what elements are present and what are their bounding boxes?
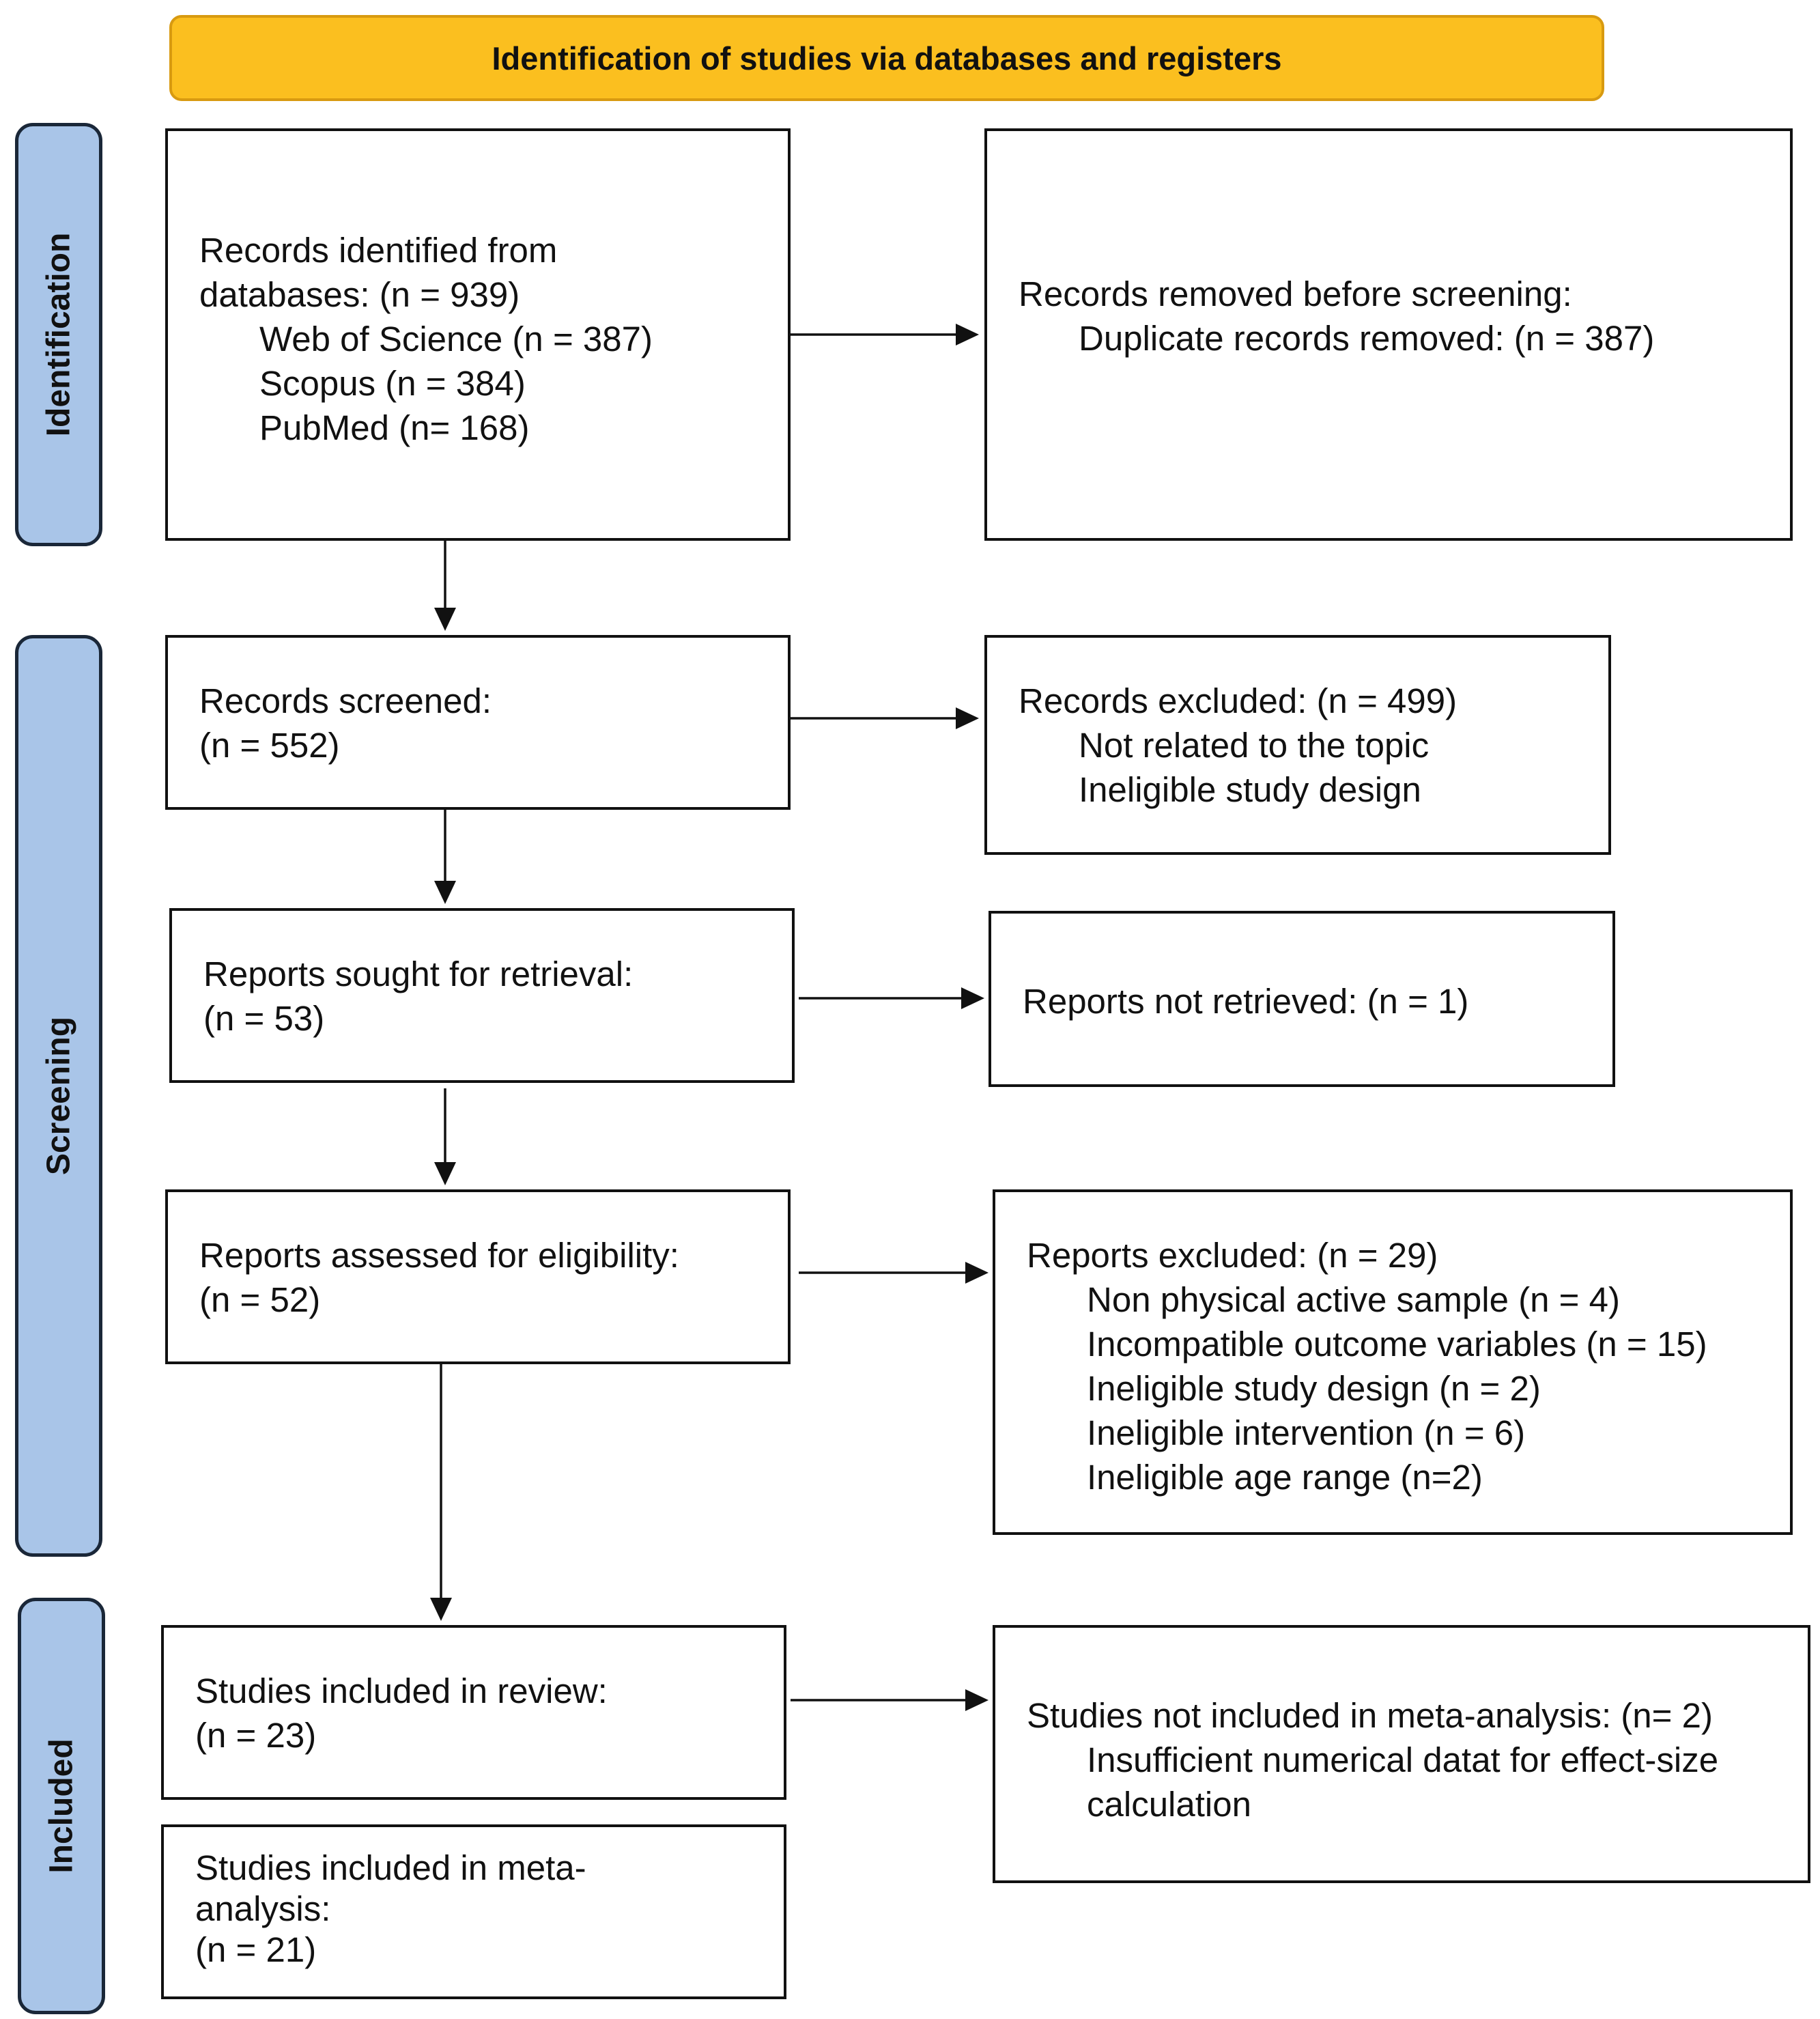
text-line: Records removed before screening: (1019, 274, 1572, 313)
text-line: Reports assessed for eligibility: (199, 1236, 679, 1275)
box-records-screened: Records screened: (n = 552) (165, 635, 791, 810)
text-subline: Ineligible study design (n = 2) (1087, 1369, 1541, 1408)
box-records-excluded: Records excluded: (n = 499) Not related … (984, 635, 1611, 855)
arrowhead (965, 1262, 989, 1284)
text-line: Records identified from (199, 231, 558, 270)
box-reports-excluded: Reports excluded: (n = 29) Non physical … (993, 1189, 1793, 1535)
text-line: Studies not included in meta-analysis: (… (1027, 1696, 1713, 1735)
text-line: Reports sought for retrieval: (203, 955, 634, 993)
stage-identification: Identification (15, 123, 102, 546)
box-studies-review: Studies included in review: (n = 23) (161, 1625, 786, 1800)
text-subline: calculation (1087, 1785, 1251, 1824)
text-line: (n = 21) (195, 1930, 317, 1969)
arrowhead (430, 1598, 452, 1621)
arrowhead (961, 987, 984, 1009)
text-line: Studies included in meta- (195, 1848, 586, 1887)
text-subline: Ineligible intervention (n = 6) (1087, 1413, 1526, 1452)
box-records-identified: Records identified from databases: (n = … (165, 128, 791, 541)
text-subline: Scopus (n = 384) (259, 364, 526, 403)
stage-screening: Screening (15, 635, 102, 1557)
text-subline: Ineligible age range (n=2) (1087, 1458, 1483, 1497)
text-subline: Duplicate records removed: (n = 387) (1079, 319, 1655, 358)
text-subline: Not related to the topic (1079, 726, 1430, 765)
arrowhead (434, 881, 456, 904)
text-line: Records excluded: (n = 499) (1019, 681, 1458, 720)
text-line: (n = 53) (203, 999, 325, 1038)
banner-title: Identification of studies via databases … (492, 40, 1282, 76)
box-records-removed: Records removed before screening: Duplic… (984, 128, 1793, 541)
box-reports-assessed: Reports assessed for eligibility: (n = 5… (165, 1189, 791, 1364)
text-line: (n = 52) (199, 1280, 321, 1319)
arrowhead (956, 324, 979, 345)
arrowhead (956, 707, 979, 729)
text-line: (n = 23) (195, 1716, 317, 1755)
phase-banner: Identification of studies via databases … (169, 15, 1604, 101)
stage-included: Included (18, 1598, 105, 2014)
text-line: analysis: (195, 1889, 331, 1928)
text-subline: Web of Science (n = 387) (259, 320, 653, 358)
text-line: Reports excluded: (n = 29) (1027, 1236, 1438, 1275)
box-studies-not-meta: Studies not included in meta-analysis: (… (993, 1625, 1810, 1883)
text-line: Records screened: (199, 681, 492, 720)
text-line: Reports not retrieved: (n = 1) (1023, 982, 1469, 1021)
text-subline: Insufficient numerical datat for effect-… (1087, 1740, 1719, 1779)
box-reports-not-retrieved: Reports not retrieved: (n = 1) (989, 911, 1615, 1087)
arrowhead (434, 608, 456, 631)
text-line: (n = 552) (199, 726, 340, 765)
text-subline: Incompatible outcome variables (n = 15) (1087, 1325, 1707, 1364)
text-line: Studies included in review: (195, 1671, 608, 1710)
text-subline: Non physical active sample (n = 4) (1087, 1280, 1620, 1319)
box-reports-sought: Reports sought for retrieval: (n = 53) (169, 908, 795, 1083)
arrowhead (965, 1689, 989, 1711)
arrowhead (434, 1162, 456, 1185)
text-subline: PubMed (n= 168) (259, 408, 530, 447)
box-studies-meta: Studies included in meta- analysis: (n =… (161, 1824, 786, 1999)
text-subline: Ineligible study design (1079, 770, 1421, 809)
text-line: databases: (n = 939) (199, 275, 520, 314)
